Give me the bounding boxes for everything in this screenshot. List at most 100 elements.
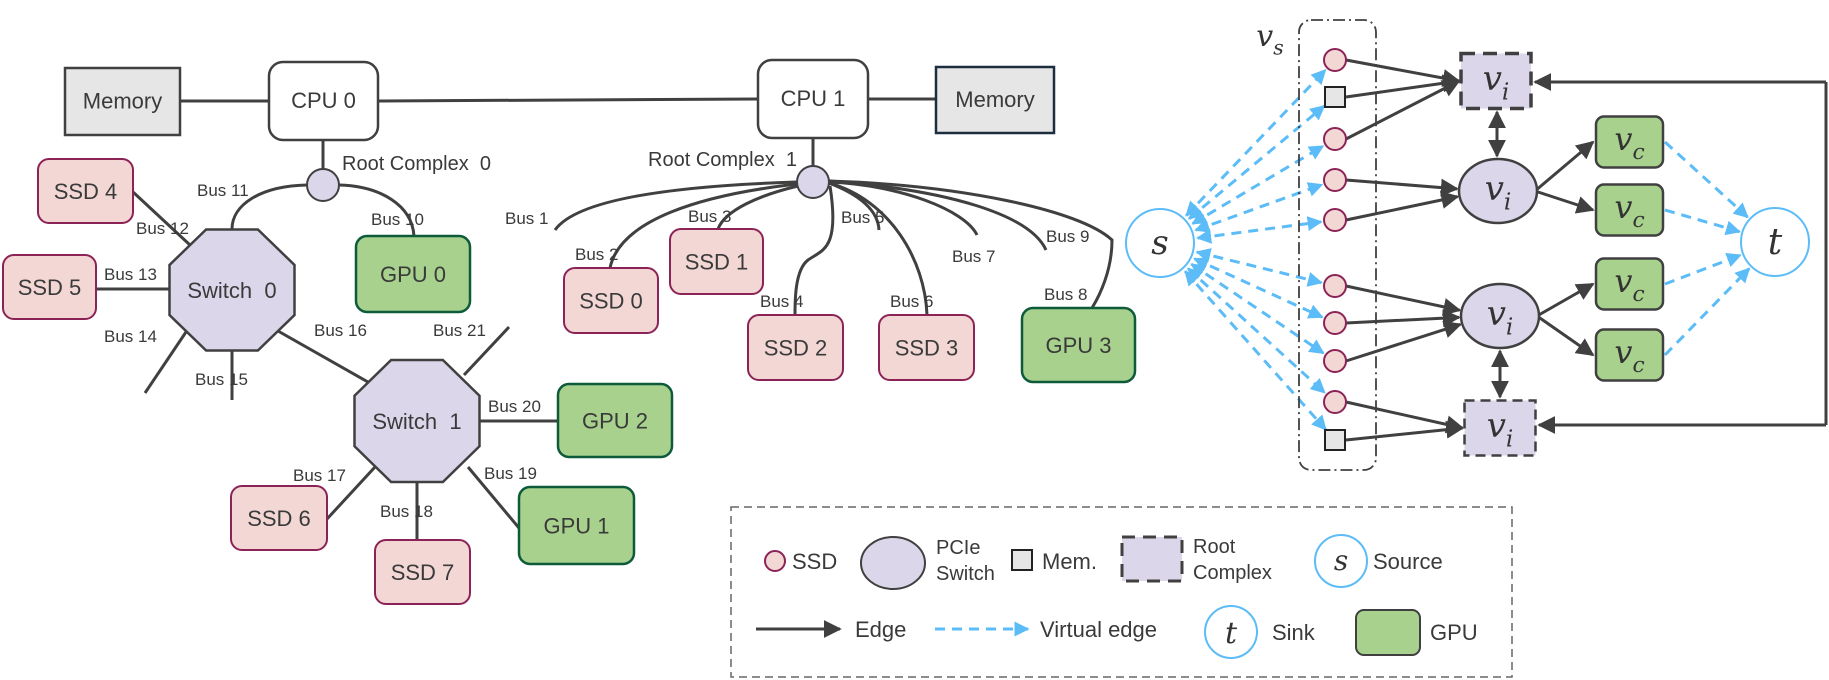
root-complex-label: Root Complex 0 xyxy=(342,153,491,175)
source-symbol: s xyxy=(1151,223,1168,263)
gpu-node-1: GPU 1 xyxy=(517,485,636,566)
vc-node-0: vc xyxy=(1594,115,1665,169)
legend-ssd-label: SSD xyxy=(792,549,837,574)
vi-label-base: v xyxy=(1487,406,1506,446)
vc-label-subscript: c xyxy=(1632,208,1644,233)
vc-gpu-box xyxy=(1594,257,1665,311)
bus-line-16 xyxy=(277,329,376,388)
sink-symbol: t xyxy=(1768,222,1783,263)
edge-node-8-to-vi-3 xyxy=(1345,400,1465,434)
bus-line-12 xyxy=(131,190,192,247)
legend-mem-icon xyxy=(1011,549,1033,571)
vi-label: vi xyxy=(1485,169,1512,216)
flow-ssd-node xyxy=(1323,311,1347,335)
vi-node-3: vi xyxy=(1463,399,1537,457)
bus-line-8 xyxy=(828,179,1114,309)
flow-ssd-node xyxy=(1323,274,1347,298)
gpu-node-3: GPU 3 xyxy=(1020,306,1137,384)
legend-pcie-switch-line1: PCIe xyxy=(936,537,980,559)
ssd-label: SSD 5 xyxy=(18,275,82,300)
flow-edges xyxy=(1184,58,1828,442)
ssd-box xyxy=(747,314,844,381)
cpu-label: CPU 1 xyxy=(781,86,846,111)
ssd-box xyxy=(563,267,659,334)
vc-label-base: v xyxy=(1614,120,1632,158)
ssd-label: SSD 6 xyxy=(247,506,311,531)
bus-label-16: Bus 16 xyxy=(314,321,367,340)
vs-group-box xyxy=(1298,19,1377,471)
legend-sink-icon xyxy=(1204,605,1258,659)
bus-label-2: Bus 2 xyxy=(575,245,618,264)
root-complex-node-0: Root Complex 0 xyxy=(306,153,491,202)
gpu-label: GPU 3 xyxy=(1045,333,1111,358)
bus-label-17: Bus 17 xyxy=(293,466,346,485)
memory-box xyxy=(63,66,182,137)
vc-node-3: vc xyxy=(1594,328,1665,382)
gpu-node-2: GPU 2 xyxy=(556,382,674,459)
vi-label-subscript: i xyxy=(1502,80,1509,106)
edge-node-2-to-vi-0 xyxy=(1345,79,1461,141)
edge-node-9-to-vi-3 xyxy=(1345,420,1465,442)
vc-gpu-box xyxy=(1594,183,1665,237)
flow-ssd-node xyxy=(1323,48,1347,72)
source-circle xyxy=(1125,208,1195,278)
vc-label-subscript: c xyxy=(1632,353,1644,378)
vc-label-base: v xyxy=(1614,262,1632,300)
switch-label: Switch 0 xyxy=(187,278,276,303)
bus-line-3 xyxy=(716,184,799,230)
vs-label-subscript: s xyxy=(1273,35,1283,59)
root-complex-label: Root Complex 1 xyxy=(648,149,797,171)
switch-node-0: Switch 0 xyxy=(168,228,296,352)
edge-node-0-to-vi-0 xyxy=(1345,58,1461,87)
bus-line-1 xyxy=(553,180,798,231)
vi-label-subscript: i xyxy=(1504,190,1511,216)
switch-octagon xyxy=(168,228,296,352)
switch-node-1: Switch 1 xyxy=(353,358,481,484)
bus-line-21 xyxy=(462,325,511,377)
legend-sink-symbol: t xyxy=(1225,616,1238,651)
bus-label-9: Bus 9 xyxy=(1046,227,1089,246)
legend-pcie-switch-icon xyxy=(860,536,926,590)
gpu-label: GPU 1 xyxy=(543,514,609,539)
gpu-box xyxy=(1020,306,1137,384)
legend-root-complex-icon xyxy=(1120,535,1184,583)
vi-label: vi xyxy=(1487,294,1514,341)
legend-gpu-icon xyxy=(1355,609,1421,656)
flow-ssd-node xyxy=(1323,390,1347,414)
bus-label-15: Bus 15 xyxy=(195,370,248,389)
legend-edge-label: Edge xyxy=(855,617,906,642)
ssd-box xyxy=(230,485,328,551)
bus-line-11 xyxy=(230,183,308,230)
topology-nodes: Memory Memory CPU 0 CPU 1 Root Complex 0 Root… xyxy=(2,58,1137,605)
switch-octagon xyxy=(353,358,481,484)
flow-mem-node xyxy=(1324,86,1346,108)
edge-vi-1-to-vc-0 xyxy=(1534,140,1595,193)
ssd-label: SSD 3 xyxy=(895,336,959,361)
legend-gpu-label: GPU xyxy=(1430,620,1478,645)
virtual-edge-vc-3-to-sink xyxy=(1663,267,1751,357)
legend-source-icon xyxy=(1314,534,1368,588)
flow-ssd-node xyxy=(1323,168,1347,192)
memory-node-0: Memory xyxy=(63,66,182,137)
root-complex-circle xyxy=(306,168,340,202)
bus-label-5: Bus 5 xyxy=(841,208,884,227)
edge-node-6-to-vi-2 xyxy=(1345,309,1461,328)
cpu-label: CPU 0 xyxy=(291,88,356,113)
bus-label-8: Bus 8 xyxy=(1044,285,1087,304)
memory-label: Memory xyxy=(83,89,162,114)
virtual-edge-source-to-node-6 xyxy=(1193,257,1324,319)
flow-ssd-node xyxy=(1323,349,1347,373)
bus-label-13: Bus 13 xyxy=(104,265,157,284)
cpu-node-0: CPU 0 xyxy=(267,60,380,142)
ssd-label: SSD 1 xyxy=(685,250,749,275)
bus-line-2 xyxy=(608,182,798,269)
virtual-edge-vc-0-to-sink xyxy=(1663,140,1749,219)
bus-label-19: Bus 19 xyxy=(484,464,537,483)
flow-mem-node xyxy=(1324,429,1346,451)
ssd-node-5: SSD 5 xyxy=(2,254,97,320)
ssd-node-2: SSD 2 xyxy=(747,314,844,381)
memory-label: Memory xyxy=(955,87,1034,112)
gpu-box xyxy=(354,234,472,314)
